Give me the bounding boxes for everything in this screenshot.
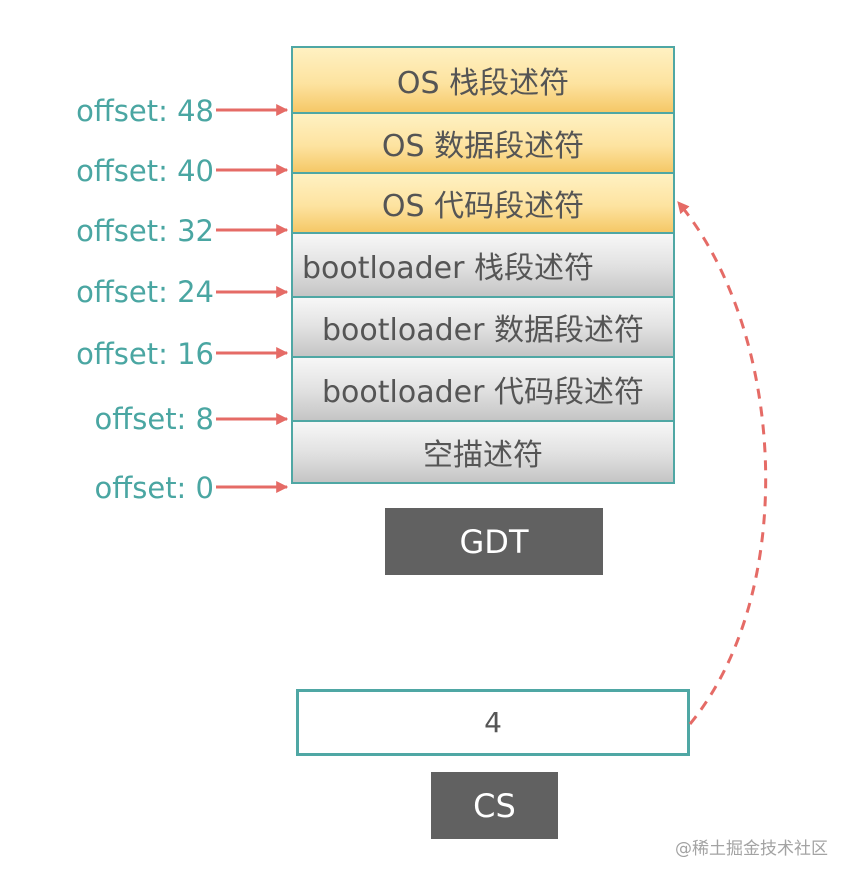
offset-label-8: offset: 8 — [94, 402, 214, 436]
gdt-row-boot-data: bootloader 数据段述符 — [293, 296, 673, 356]
cs-register-box: 4 — [296, 689, 690, 756]
gdt-row-os-code: OS 代码段述符 — [293, 172, 673, 232]
gdt-row-label: bootloader 代码段述符 — [322, 375, 644, 410]
gdt-row-os-stack: OS 栈段述符 — [293, 48, 673, 112]
gdt-row-label: bootloader 数据段述符 — [322, 313, 644, 348]
gdt-row-label: OS 代码段述符 — [381, 189, 585, 224]
gdt-caption: GDT — [385, 508, 603, 575]
gdt-table: OS 栈段述符 OS 数据段述符 OS 代码段述符 bootloader 栈段述… — [291, 46, 675, 484]
watermark: @稀土掘金技术社区 — [675, 839, 828, 859]
gdt-row-label: bootloader 栈段述符 — [302, 251, 594, 286]
gdt-row-boot-stack: bootloader 栈段述符 — [293, 232, 673, 296]
gdt-row-os-data: OS 数据段述符 — [293, 112, 673, 172]
gdt-row-null: 空描述符 — [293, 420, 673, 482]
cs-caption: CS — [431, 772, 558, 839]
gdt-row-label: 空描述符 — [423, 438, 543, 473]
offset-label-16: offset: 16 — [76, 337, 214, 371]
cs-pointer-arrow — [676, 201, 768, 725]
offset-label-40: offset: 40 — [76, 154, 214, 188]
cs-value: 4 — [484, 706, 502, 739]
offset-label-24: offset: 24 — [76, 275, 214, 309]
offset-label-32: offset: 32 — [76, 214, 214, 248]
gdt-row-label: OS 数据段述符 — [381, 129, 585, 164]
offset-label-0: offset: 0 — [94, 471, 214, 505]
gdt-row-boot-code: bootloader 代码段述符 — [293, 356, 673, 420]
offset-label-48: offset: 48 — [76, 94, 214, 128]
gdt-row-label: OS 栈段述符 — [396, 66, 570, 101]
